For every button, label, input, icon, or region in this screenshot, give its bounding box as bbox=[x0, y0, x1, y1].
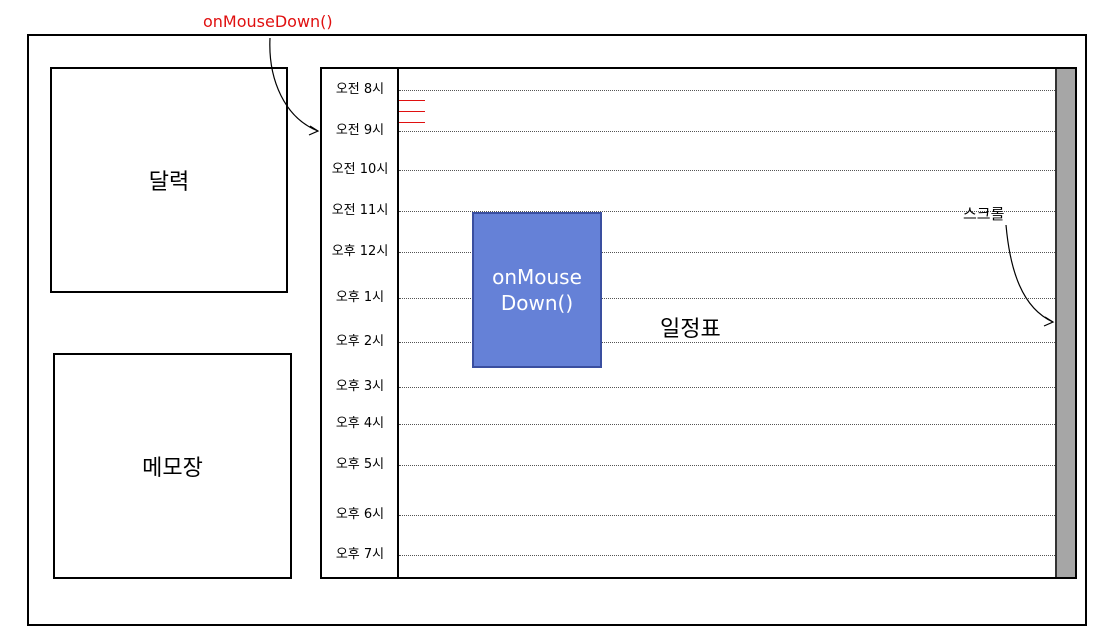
event-text-line-2: Down() bbox=[500, 291, 574, 315]
mouse-down-arrow bbox=[269, 37, 319, 132]
hour-line bbox=[399, 515, 1055, 516]
time-slot-label: 오후 3시 bbox=[335, 379, 385, 394]
time-column bbox=[320, 67, 399, 579]
hour-line bbox=[399, 252, 1055, 253]
hour-line bbox=[399, 387, 1055, 388]
hour-line bbox=[399, 90, 1055, 91]
time-slot-label: 오후 6시 bbox=[335, 507, 385, 522]
time-slot-label: 오전 8시 bbox=[335, 82, 385, 97]
hour-line bbox=[399, 424, 1055, 425]
mouse-down-annotation: onMouseDown() bbox=[203, 12, 333, 31]
time-slot-label: 오후 2시 bbox=[335, 334, 385, 349]
scrollbar[interactable] bbox=[1055, 69, 1075, 577]
hour-line bbox=[399, 298, 1055, 299]
hour-line bbox=[399, 465, 1055, 466]
time-slot-label: 오후 12시 bbox=[331, 244, 389, 259]
time-slot-label: 오후 7시 bbox=[335, 547, 385, 562]
time-slot-label: 오전 11시 bbox=[331, 203, 389, 218]
interval-tick bbox=[399, 111, 425, 112]
hour-line bbox=[399, 211, 1055, 212]
hour-line bbox=[399, 555, 1055, 556]
app-frame bbox=[27, 34, 1087, 626]
time-slot-label: 오전 10시 bbox=[331, 162, 389, 177]
time-slot-label: 오후 5시 bbox=[335, 457, 385, 472]
hour-line bbox=[399, 170, 1055, 171]
memo-label: 메모장 bbox=[142, 456, 203, 481]
calendar-panel[interactable]: 달력 bbox=[50, 67, 288, 293]
event-block[interactable]: onMouse Down() bbox=[472, 212, 602, 368]
time-slot-label: 오전 9시 bbox=[335, 123, 385, 138]
interval-tick bbox=[399, 122, 425, 123]
hour-line bbox=[399, 342, 1055, 343]
scroll-annotation: 스크롤 bbox=[963, 205, 1005, 223]
time-slot-label: 오후 4시 bbox=[335, 416, 385, 431]
memo-panel[interactable]: 메모장 bbox=[53, 353, 292, 579]
schedule-label: 일정표 bbox=[660, 317, 721, 342]
time-slot-label: 오후 1시 bbox=[335, 290, 385, 305]
mouse-down-arrowhead bbox=[308, 125, 320, 136]
scroll-arrow bbox=[1005, 224, 1054, 323]
calendar-label: 달력 bbox=[148, 170, 190, 195]
interval-tick bbox=[399, 100, 425, 101]
hour-line bbox=[399, 131, 1055, 132]
event-text-line-1: onMouse bbox=[492, 265, 582, 289]
scroll-arrowhead bbox=[1043, 316, 1055, 327]
